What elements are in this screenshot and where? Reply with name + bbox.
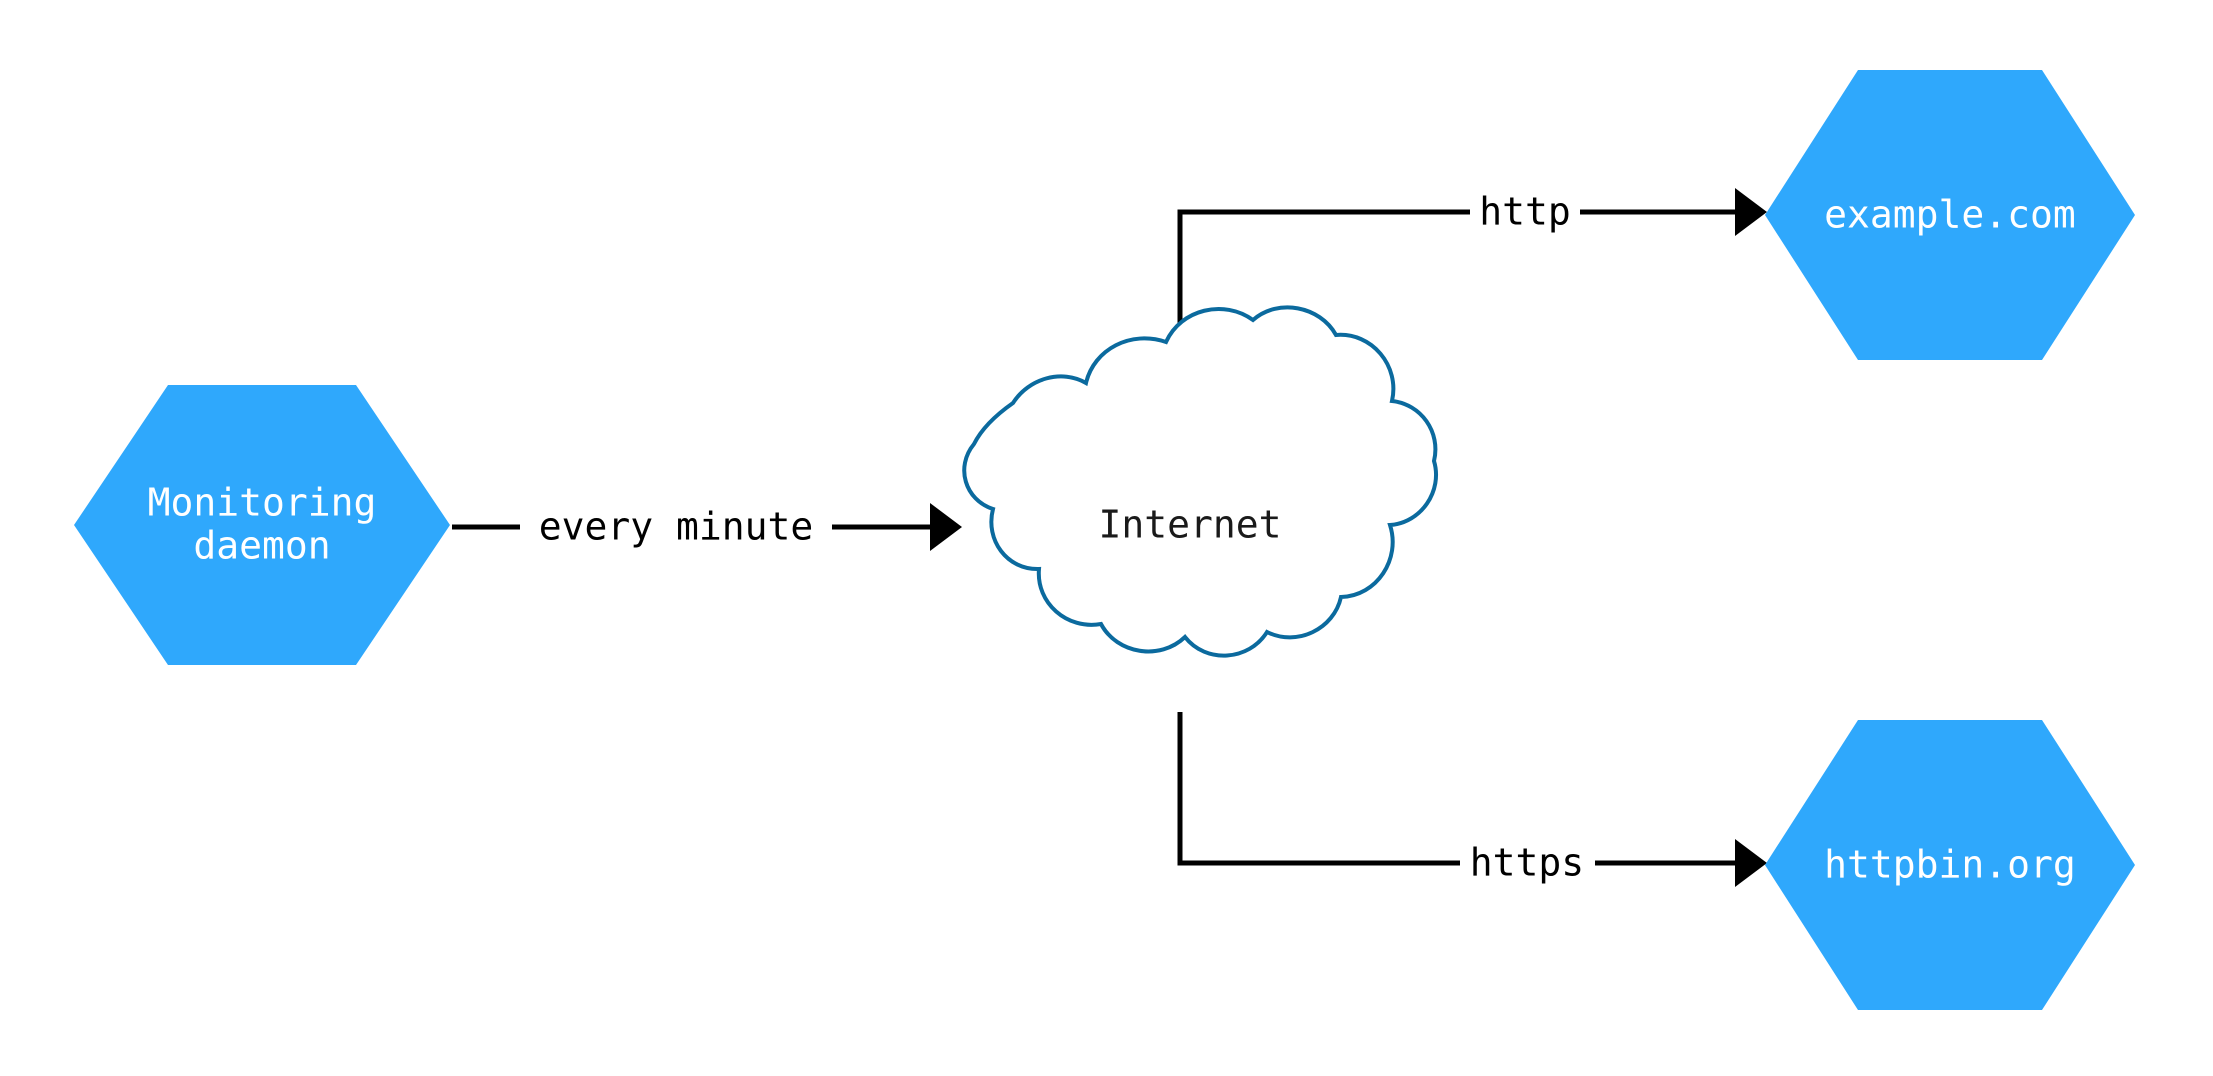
cloud-shape[interactable] (962, 305, 1438, 658)
node-label-internet: Internet (1098, 503, 1281, 547)
node-label-example-com: example.com (1824, 193, 2076, 237)
node-httpbin-org[interactable]: httpbin.org (1765, 720, 2135, 1010)
arrowhead-icon (1735, 839, 1767, 887)
edge-label-every-minute: every minute (539, 505, 814, 549)
node-label-httpbin-org: httpbin.org (1824, 843, 2076, 887)
edge-internet-to-httpbin: https (1177, 712, 1767, 887)
edge-elbow-https (1177, 712, 1460, 866)
node-internet[interactable]: Internet (962, 305, 1438, 658)
node-label-line1: Monitoring (148, 481, 377, 525)
node-example-com[interactable]: example.com (1765, 70, 2135, 360)
edge-daemon-to-internet: every minute (452, 503, 962, 551)
edge-internet-to-example: http (1177, 188, 1767, 332)
node-label-line2: daemon (193, 524, 330, 568)
arrowhead-icon (930, 503, 962, 551)
edge-elbow-http (1177, 209, 1470, 332)
hexagon-shape[interactable] (1765, 720, 2135, 1010)
hexagon-shape[interactable] (1765, 70, 2135, 360)
edge-label-http: http (1479, 190, 1571, 234)
arrowhead-icon (1735, 188, 1767, 236)
node-monitoring-daemon[interactable]: Monitoring daemon (74, 385, 450, 665)
edge-label-https: https (1470, 841, 1584, 885)
hexagon-shape[interactable] (74, 385, 450, 665)
